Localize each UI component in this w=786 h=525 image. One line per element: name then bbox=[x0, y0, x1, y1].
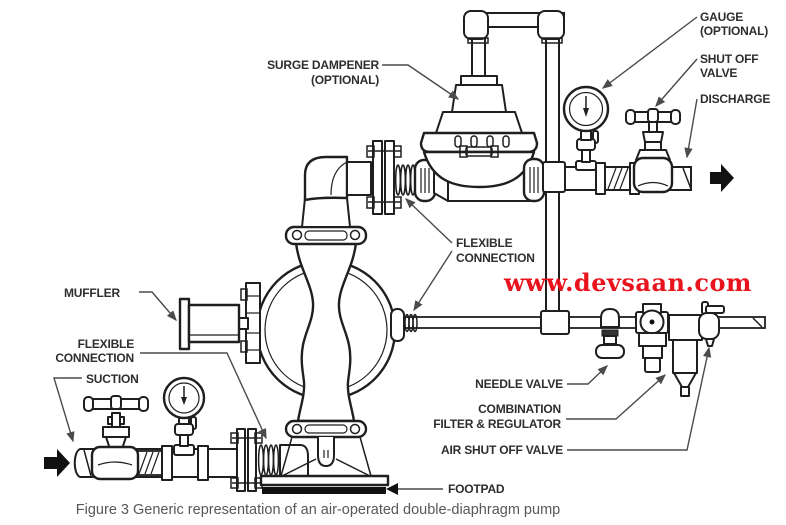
suction-flexible-connection bbox=[257, 444, 280, 476]
label-flexible-connection-left-line1: FLEXIBLE bbox=[78, 337, 135, 351]
suction-gauge-assembly bbox=[162, 376, 206, 456]
label-suction: SUCTION bbox=[86, 372, 139, 386]
gauge-needle bbox=[181, 397, 187, 405]
dampener-outlet-clamp bbox=[522, 157, 546, 203]
footpad-arrow-icon bbox=[386, 483, 398, 495]
dampener-clamp-bolt bbox=[459, 145, 499, 158]
regulator-knob bbox=[644, 357, 661, 373]
pump-outlet-elbow bbox=[303, 155, 349, 202]
suction-line bbox=[44, 376, 309, 492]
label-footpad: FOOTPAD bbox=[448, 482, 505, 496]
pump-body bbox=[178, 140, 437, 494]
suction-shutoff-valve bbox=[83, 395, 149, 481]
discharge-gauge-assembly bbox=[562, 85, 610, 171]
figure-caption: Figure 3 Generic representation of an ai… bbox=[76, 502, 560, 518]
suction-hose-section bbox=[135, 445, 209, 481]
suction-flange bbox=[230, 428, 263, 492]
pipe-break-mark bbox=[752, 317, 763, 328]
pump-base bbox=[259, 436, 390, 494]
discharge-tee-sleeve bbox=[542, 161, 566, 193]
label-surge-dampener-line1: SURGE DAMPENER bbox=[267, 58, 379, 72]
pipe-elbow-right bbox=[537, 10, 565, 40]
pump-outlet-port bbox=[346, 161, 372, 196]
pump-neck bbox=[301, 197, 351, 228]
muffler-component bbox=[178, 297, 249, 351]
dampener-shoulder bbox=[419, 131, 539, 154]
label-combination-line2: FILTER & REGULATOR bbox=[433, 417, 561, 431]
label-discharge: DISCHARGE bbox=[700, 92, 770, 106]
diagram-labels: GAUGE (OPTIONAL) SHUT OFF VALVE DISCHARG… bbox=[55, 10, 770, 496]
muffler-end-plate bbox=[178, 297, 191, 351]
base-plate bbox=[259, 474, 390, 487]
watermark-text: www.devsaan.com bbox=[503, 268, 752, 297]
pump-inlet-elbow bbox=[279, 444, 309, 478]
pipe-break-mark bbox=[83, 449, 92, 477]
label-flexible-connection-left-line2: CONNECTION bbox=[55, 351, 134, 365]
label-muffler: MUFFLER bbox=[64, 286, 120, 300]
filter-head bbox=[668, 314, 703, 341]
pipe-break-mark bbox=[682, 167, 692, 190]
filter-regulator-component bbox=[635, 303, 703, 397]
label-gauge-line2: (OPTIONAL) bbox=[700, 24, 768, 38]
label-flexible-connection-right-line2: CONNECTION bbox=[456, 251, 535, 265]
gauge-needle bbox=[583, 108, 589, 117]
pump-top-collar bbox=[284, 225, 368, 246]
label-shutoff-line2: VALVE bbox=[700, 66, 737, 80]
footpad-bar bbox=[262, 487, 386, 494]
discharge-line bbox=[542, 85, 734, 195]
dampener-cap bbox=[460, 75, 498, 86]
pump-left-bracket bbox=[240, 282, 261, 364]
discharge-shutoff-valve bbox=[625, 108, 681, 194]
air-inlet-fitting bbox=[390, 308, 418, 342]
discharge-flange bbox=[366, 140, 402, 215]
suction-flow-arrow-icon bbox=[44, 449, 70, 477]
muffler-cylinder bbox=[187, 303, 241, 344]
surge-dampener-component bbox=[419, 75, 546, 203]
label-needle-valve: NEEDLE VALVE bbox=[475, 377, 563, 391]
label-air-shutoff-valve: AIR SHUT OFF VALVE bbox=[441, 443, 563, 457]
filter-bowl bbox=[672, 339, 698, 374]
label-combination-line1: COMBINATION bbox=[478, 402, 561, 416]
label-surge-dampener-line2: (OPTIONAL) bbox=[311, 73, 379, 87]
air-supply-riser-pipe bbox=[463, 10, 565, 316]
needle-valve-component bbox=[595, 308, 625, 359]
label-flexible-connection-right-line1: FLEXIBLE bbox=[456, 236, 513, 250]
label-gauge-line1: GAUGE bbox=[700, 10, 743, 24]
label-shutoff-line1: SHUT OFF bbox=[700, 52, 758, 66]
discharge-flow-arrow-icon bbox=[710, 164, 734, 192]
leader-lines bbox=[53, 16, 712, 495]
pump-bottom-collar bbox=[284, 419, 368, 439]
pipe-elbow-left bbox=[463, 10, 489, 40]
air-tee bbox=[540, 310, 570, 335]
valve-lever bbox=[705, 305, 725, 314]
air-shutoff-valve-component bbox=[698, 301, 725, 347]
